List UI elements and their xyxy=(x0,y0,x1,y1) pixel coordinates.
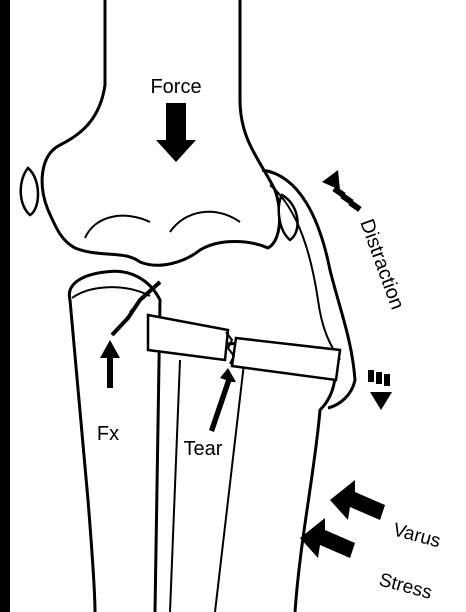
fx-label: Fx xyxy=(97,423,119,445)
tear-label: Tear xyxy=(184,438,223,460)
force-label: Force xyxy=(150,76,201,98)
